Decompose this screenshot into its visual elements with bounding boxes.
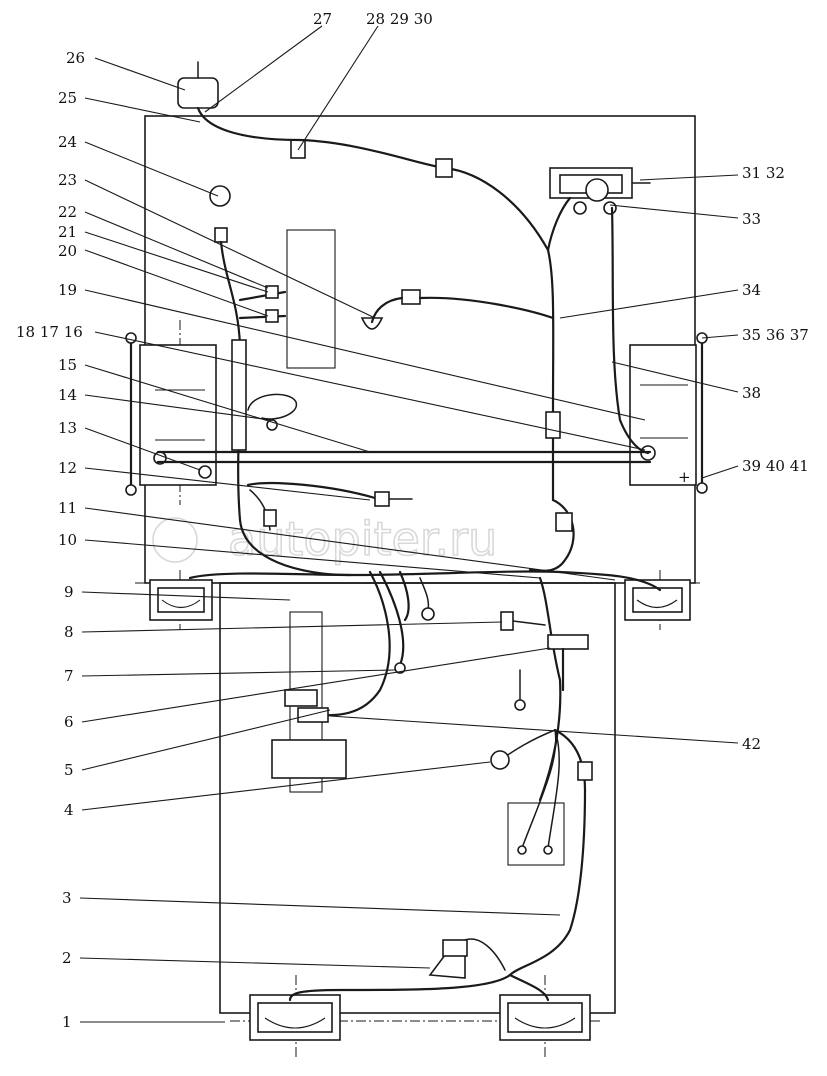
callout-24: 24	[58, 133, 77, 151]
callout-23: 23	[58, 171, 77, 189]
callout-7: 7	[64, 667, 74, 685]
callout-39-40-41: 39 40 41	[742, 457, 809, 475]
callout-20: 20	[58, 242, 77, 260]
svg-text:+: +	[678, 468, 691, 486]
callout-16-17-18: 18 17 16	[16, 323, 83, 341]
callout-15: 15	[58, 356, 77, 374]
callout-8: 8	[64, 623, 74, 641]
callout-35-36-37: 35 36 37	[742, 326, 809, 344]
callout-25: 25	[58, 89, 77, 107]
wiring-harness	[188, 106, 662, 1002]
callout-38: 38	[742, 384, 761, 402]
callout-11: 11	[58, 499, 77, 517]
lamp-rear-left	[249, 994, 341, 1041]
callout-19: 19	[58, 281, 77, 299]
leader-lines	[79, 25, 739, 1023]
callout-26: 26	[66, 49, 85, 67]
lamp-rear-right	[499, 994, 591, 1041]
instrument-cluster-31	[549, 167, 651, 215]
callout-21: 21	[58, 223, 77, 241]
callout-14: 14	[58, 386, 77, 404]
callout-5: 5	[64, 761, 74, 779]
switch-23	[360, 289, 421, 330]
callout-10: 10	[58, 531, 77, 549]
callout-31-32: 31 32	[742, 164, 785, 182]
lamp-front-right	[624, 579, 691, 621]
callout-labels: 1 2 3 4 5 6 7 8 9 10 11 12 13 14 15 18 1…	[16, 10, 809, 1031]
lamp-front-left	[149, 579, 213, 621]
callout-22: 22	[58, 203, 77, 221]
fuel-tank-unit	[271, 739, 347, 779]
battery-right: +	[629, 332, 708, 494]
callout-9: 9	[64, 583, 74, 601]
callout-1: 1	[62, 1013, 72, 1031]
callout-28-29-30: 28 29 30	[366, 10, 433, 28]
chassis-outline	[219, 582, 616, 1014]
callout-27: 27	[313, 10, 332, 28]
battery-bus-bar	[156, 450, 652, 464]
callout-42: 42	[742, 735, 761, 753]
callout-34: 34	[742, 281, 761, 299]
callout-6: 6	[64, 713, 74, 731]
callout-13: 13	[58, 419, 77, 437]
callout-12: 12	[58, 459, 77, 477]
rear-junction-box	[507, 802, 565, 866]
callout-33: 33	[742, 210, 761, 228]
battery-left	[125, 332, 217, 496]
horn-26	[177, 61, 219, 109]
watermark-logo	[152, 517, 198, 563]
callout-2: 2	[62, 949, 72, 967]
callout-4: 4	[64, 801, 74, 819]
callout-3: 3	[62, 889, 72, 907]
engine-block	[286, 229, 336, 369]
